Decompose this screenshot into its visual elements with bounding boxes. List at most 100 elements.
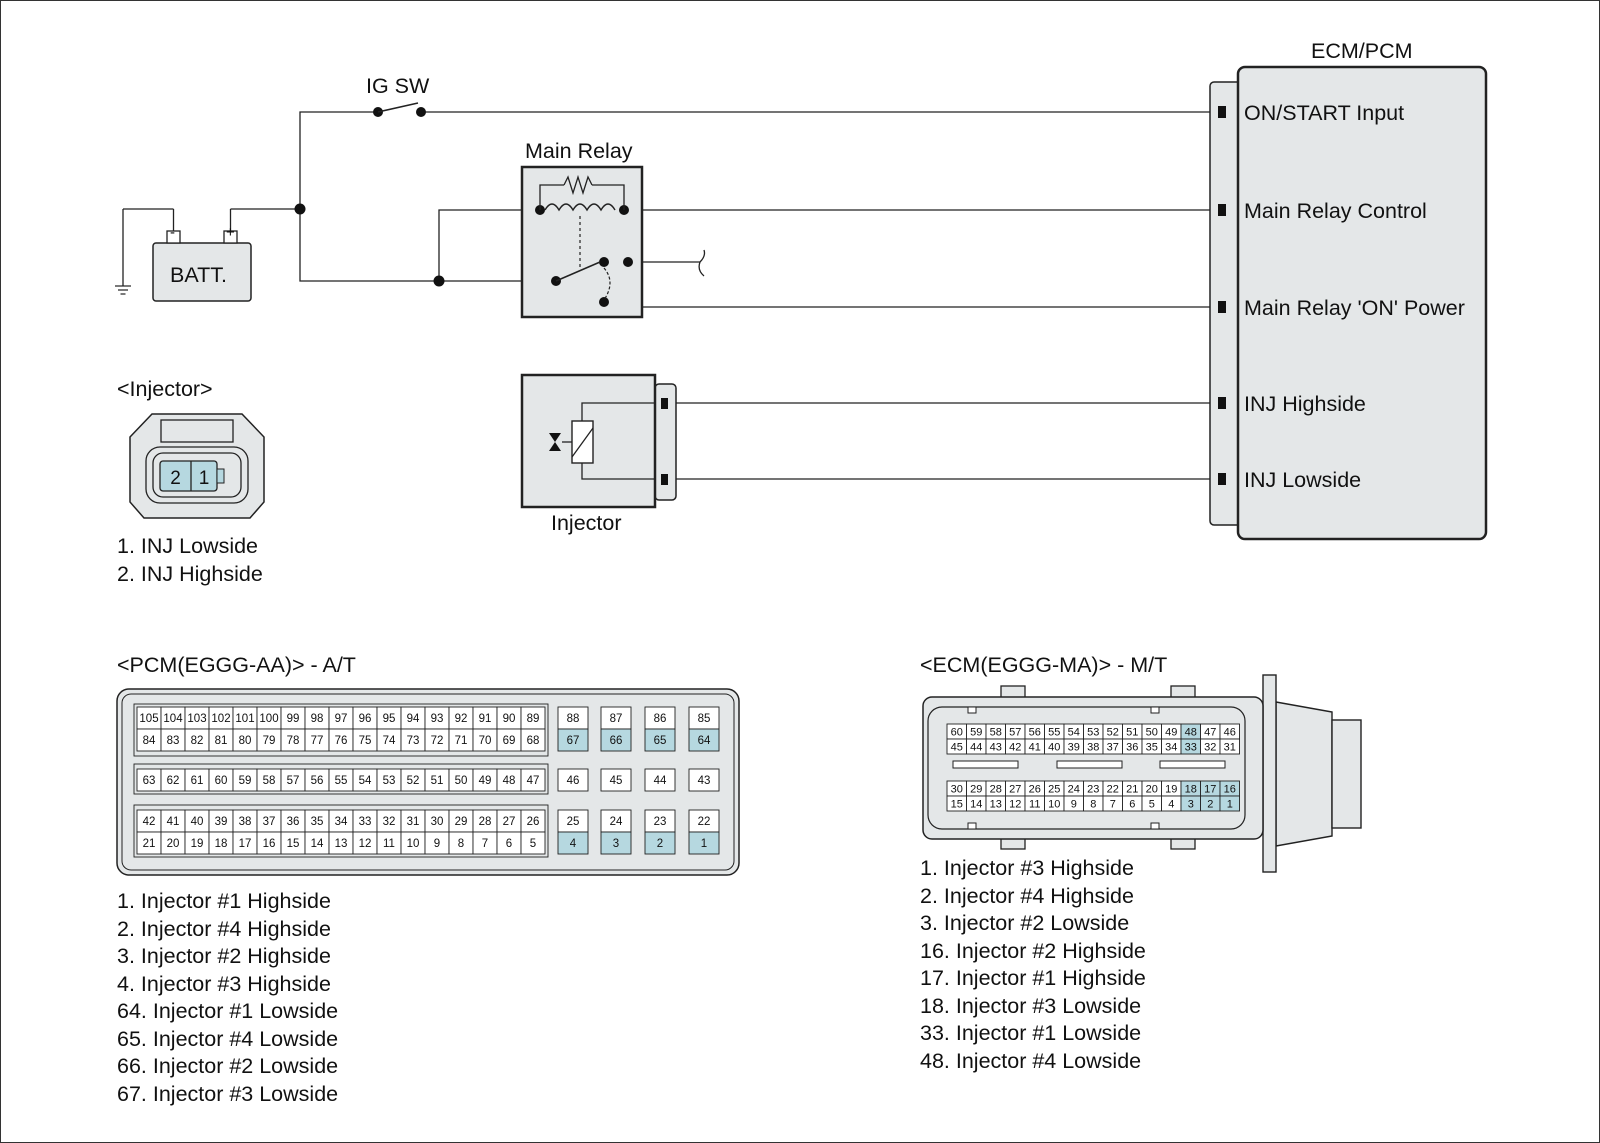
- pcm-pin-46: 46: [557, 768, 589, 792]
- pcm-pin-36: 36: [280, 809, 306, 833]
- svg-text:70: 70: [479, 735, 492, 747]
- ecm-pin-on-start: ON/START Input: [1244, 101, 1405, 125]
- pcm-pin-40: 40: [184, 809, 210, 833]
- svg-text:2: 2: [1207, 798, 1213, 810]
- pcm-pin-96: 96: [352, 706, 378, 730]
- svg-text:46: 46: [1224, 726, 1236, 738]
- svg-text:63: 63: [143, 775, 156, 787]
- pcm-pin-64: 64: [688, 728, 720, 752]
- svg-text:100: 100: [259, 713, 278, 725]
- injector-icon: [520, 373, 677, 509]
- pcm-pin-26: 26: [520, 809, 546, 833]
- pcm-pin-51: 51: [424, 768, 450, 792]
- pcm-pin-62: 62: [160, 768, 186, 792]
- ecm-pin-1: 1: [1219, 795, 1240, 812]
- svg-text:43: 43: [990, 741, 1002, 753]
- ecm-pin-47: 47: [1200, 723, 1221, 740]
- svg-text:19: 19: [1165, 783, 1177, 795]
- svg-text:17: 17: [239, 838, 252, 850]
- ecm-pin-21: 21: [1122, 780, 1143, 797]
- svg-text:33: 33: [359, 816, 372, 828]
- pcm-pin-10: 10: [400, 831, 426, 855]
- svg-text:78: 78: [287, 735, 300, 747]
- svg-text:22: 22: [1107, 783, 1119, 795]
- svg-text:58: 58: [263, 775, 276, 787]
- ecm-pin-inj-highside: INJ Highside: [1244, 392, 1366, 416]
- legend-item: 64. Injector #1 Lowside: [117, 999, 339, 1023]
- ecm-pin-46: 46: [1219, 723, 1240, 740]
- svg-text:16: 16: [1224, 783, 1236, 795]
- svg-text:65: 65: [654, 735, 667, 747]
- svg-text:4: 4: [1168, 798, 1174, 810]
- svg-text:57: 57: [287, 775, 300, 787]
- svg-text:55: 55: [335, 775, 348, 787]
- svg-text:27: 27: [503, 816, 516, 828]
- legend-item: 1. Injector #3 Highside: [920, 856, 1134, 880]
- battery-minus-label: -: [170, 224, 175, 241]
- pcm-pin-57: 57: [280, 768, 306, 792]
- svg-text:88: 88: [567, 713, 580, 725]
- ecm-pin-56: 56: [1024, 723, 1045, 740]
- pcm-pin-103: 103: [184, 706, 210, 730]
- svg-text:75: 75: [359, 735, 372, 747]
- ecm-pin-16: 16: [1219, 780, 1240, 797]
- svg-text:22: 22: [698, 816, 711, 828]
- ecm-pin-18: 18: [1180, 780, 1201, 797]
- pcm-pin-76: 76: [328, 728, 354, 752]
- pcm-pin-95: 95: [376, 706, 402, 730]
- ecm-pin-60: 60: [946, 723, 967, 740]
- pcm-pin-15: 15: [280, 831, 306, 855]
- svg-text:13: 13: [990, 798, 1002, 810]
- ecm-pin-42: 42: [1005, 738, 1026, 755]
- svg-text:28: 28: [990, 783, 1002, 795]
- ecm-pin-27: 27: [1005, 780, 1026, 797]
- svg-text:95: 95: [383, 713, 396, 725]
- pcm-pin-68: 68: [520, 728, 546, 752]
- svg-text:89: 89: [527, 713, 540, 725]
- ecm-pin-4: 4: [1161, 795, 1182, 812]
- svg-text:15: 15: [951, 798, 963, 810]
- battery-label: BATT.: [170, 263, 227, 287]
- svg-text:41: 41: [167, 816, 180, 828]
- ecm-pin-11: 11: [1024, 795, 1045, 812]
- svg-text:98: 98: [311, 713, 324, 725]
- svg-text:32: 32: [383, 816, 396, 828]
- injector-component-label: Injector: [551, 511, 622, 535]
- svg-text:40: 40: [1048, 741, 1060, 753]
- pcm-pin-70: 70: [472, 728, 498, 752]
- pcm-pin-43: 43: [688, 768, 720, 792]
- ecm-pin-inj-lowside: INJ Lowside: [1244, 468, 1362, 492]
- pcm-pin-45: 45: [600, 768, 632, 792]
- pcm-pin-60: 60: [208, 768, 234, 792]
- pcm-pin-49: 49: [472, 768, 498, 792]
- svg-text:5: 5: [530, 838, 536, 850]
- pcm-pin-85: 85: [688, 706, 720, 730]
- svg-text:8: 8: [1090, 798, 1096, 810]
- legend-item: 1. INJ Lowside: [117, 534, 259, 558]
- svg-text:26: 26: [527, 816, 540, 828]
- pcm-pin-23: 23: [644, 809, 676, 833]
- svg-text:91: 91: [479, 713, 492, 725]
- ecm-pin-39: 39: [1063, 738, 1084, 755]
- pcm-pin-8: 8: [448, 831, 474, 855]
- pcm-pin-71: 71: [448, 728, 474, 752]
- svg-text:52: 52: [407, 775, 420, 787]
- svg-text:15: 15: [287, 838, 300, 850]
- pcm-pin-75: 75: [352, 728, 378, 752]
- pcm-pin-98: 98: [304, 706, 330, 730]
- svg-text:6: 6: [506, 838, 512, 850]
- pcm-pin-105: 105: [136, 706, 162, 730]
- svg-text:82: 82: [191, 735, 204, 747]
- svg-text:84: 84: [143, 735, 156, 747]
- ecm-pin-54: 54: [1063, 723, 1084, 740]
- ecm-pin-3: 3: [1180, 795, 1201, 812]
- injector-legend: 1. INJ Lowside 2. INJ Highside: [117, 533, 263, 588]
- svg-text:99: 99: [287, 713, 300, 725]
- pcm-pin-78: 78: [280, 728, 306, 752]
- svg-text:54: 54: [359, 775, 372, 787]
- pcm-pin-83: 83: [160, 728, 186, 752]
- ecm-pin-13: 13: [985, 795, 1006, 812]
- pcm-pin-86: 86: [644, 706, 676, 730]
- pcm-pin-30: 30: [424, 809, 450, 833]
